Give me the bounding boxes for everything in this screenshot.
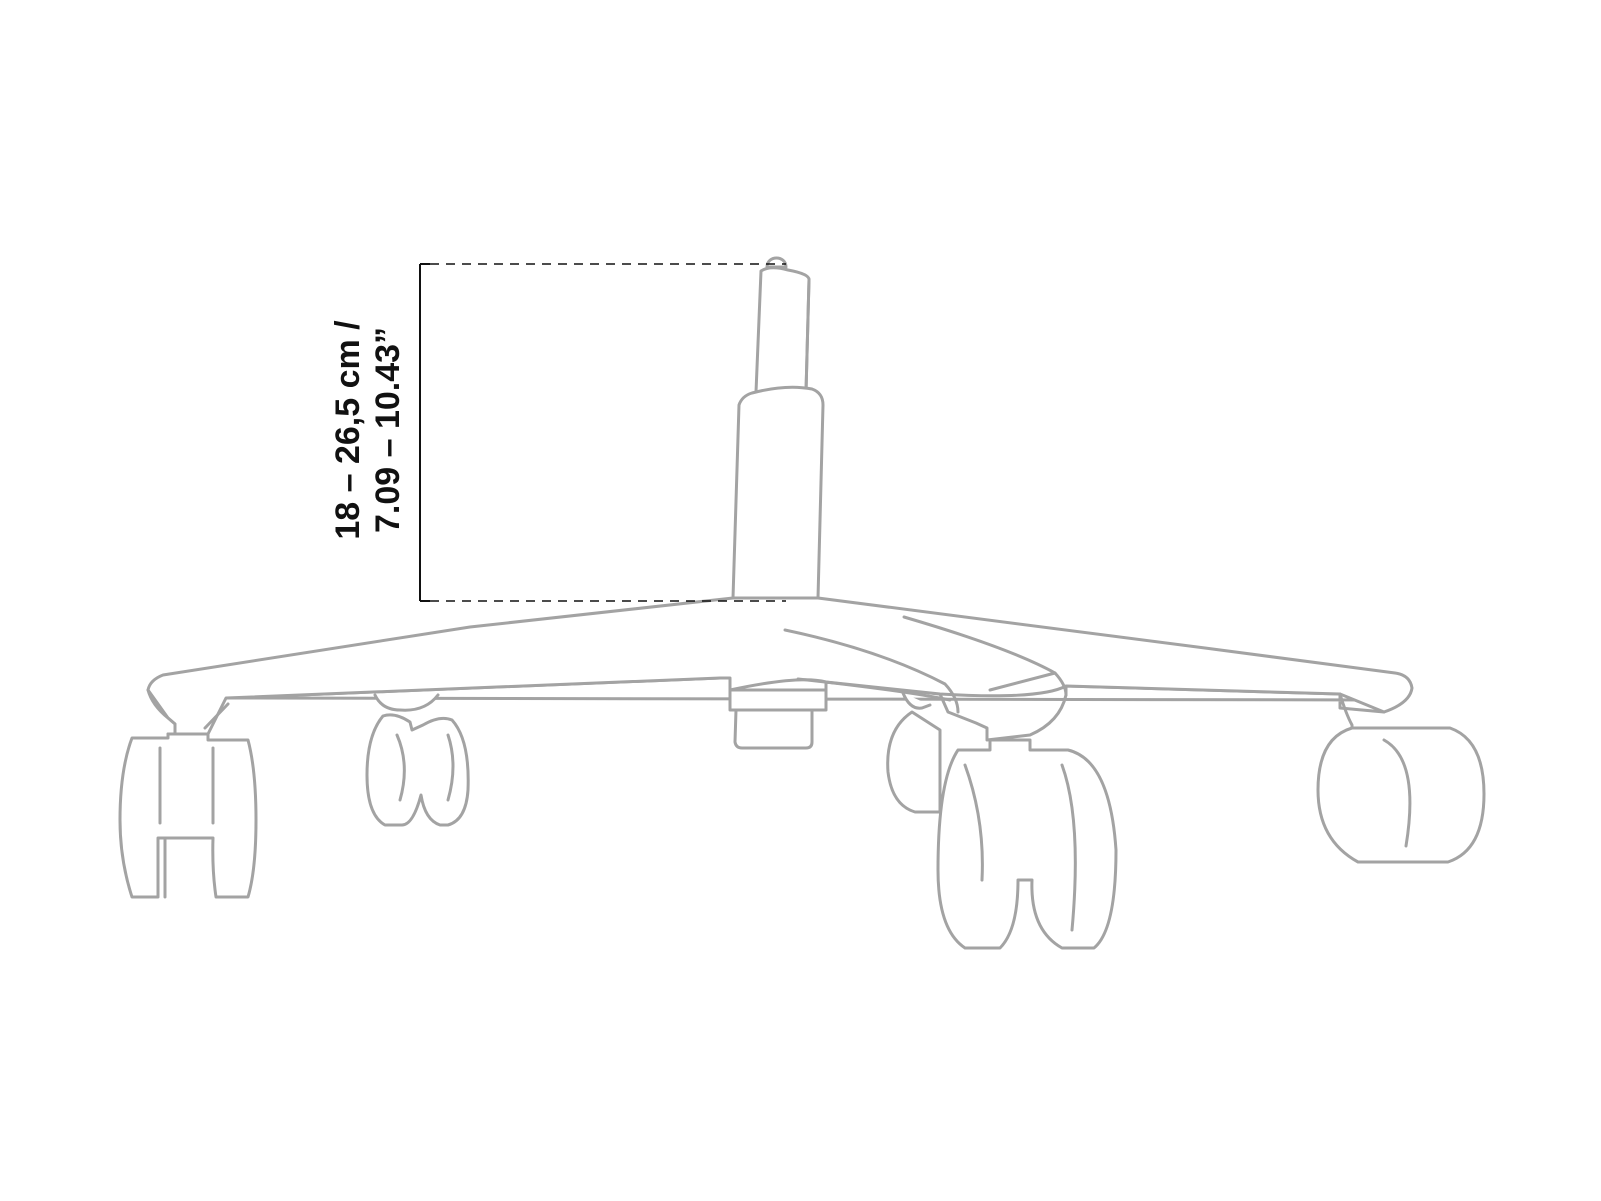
caster-left-stem	[203, 702, 230, 730]
base-seam-front-rib	[988, 671, 1057, 692]
left-arm-end	[146, 688, 177, 736]
center-hub-collar	[733, 708, 814, 750]
caster-back-left-axle	[395, 733, 455, 802]
base-seam-center	[796, 677, 952, 702]
gas-lift-piston-shade	[804, 278, 811, 394]
caster-left-axle	[158, 746, 215, 899]
gas-lift-piston	[754, 266, 811, 394]
dimension-label: 18 – 26,5 cm / 7.09 – 10.43”	[328, 320, 408, 539]
dimension-metric-label: 18 – 26,5 cm /	[329, 320, 367, 540]
caster-right-wheel	[1316, 726, 1486, 864]
caster-front-right-axle	[963, 763, 1077, 932]
caster-back-right-wheel	[886, 710, 942, 814]
caster-right-axle	[1382, 738, 1412, 848]
caster-back-left-mount	[373, 693, 440, 712]
center-hub	[728, 688, 828, 712]
gas-lift-cylinder	[731, 385, 825, 600]
caster-back-left-wheel	[365, 713, 470, 827]
gas-lift-top-cap	[765, 256, 788, 269]
base-seam-front	[902, 615, 1068, 697]
base-seam-right	[783, 628, 960, 714]
dimension-imperial-label: 7.09 – 10.43”	[369, 326, 407, 534]
caster-left-wheel	[118, 732, 258, 899]
caster-back-right-mount	[901, 691, 932, 710]
caster-right-mount	[1338, 692, 1354, 734]
caster-front-right-wheel	[936, 738, 1118, 950]
